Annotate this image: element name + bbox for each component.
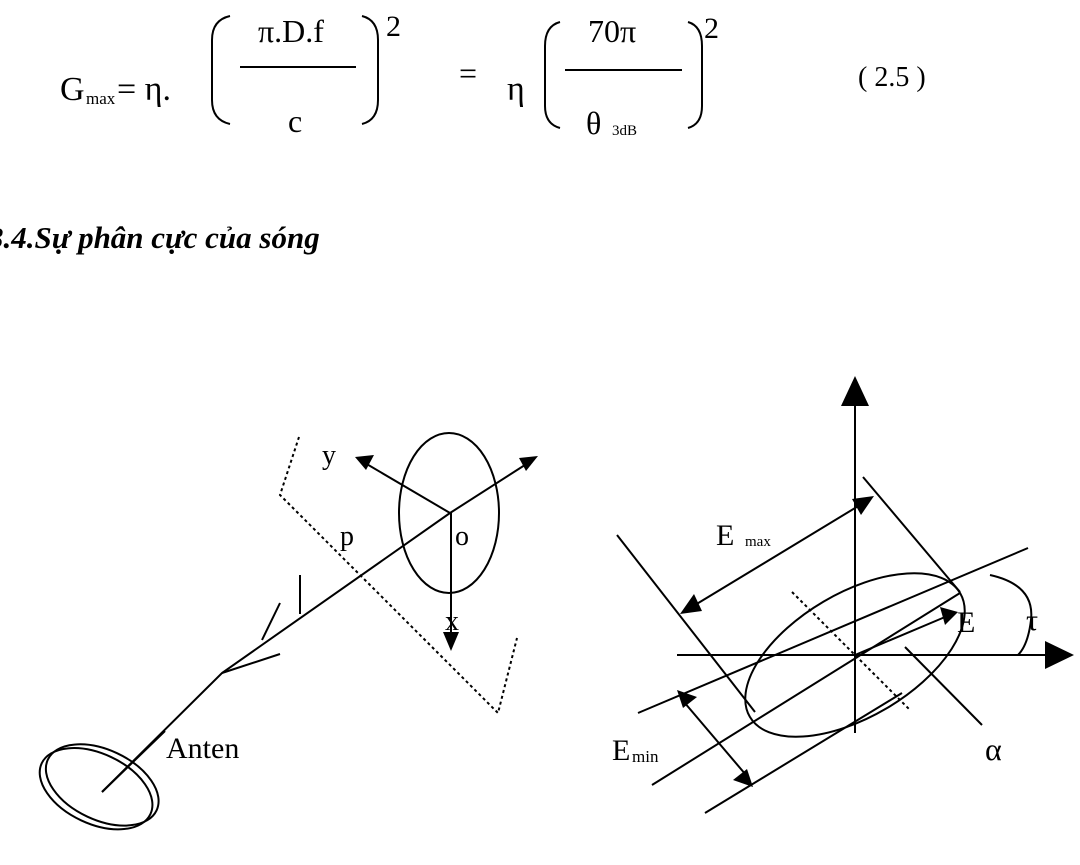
gain-subscript: max (86, 89, 116, 108)
antenna-diagram: y p o x Anten (38, 432, 538, 831)
wave-ellipse (398, 432, 500, 594)
e-vector (854, 616, 946, 656)
right-paren (361, 15, 379, 125)
polarization-ellipse (744, 572, 966, 738)
label-antenna: Anten (166, 732, 239, 765)
left-paren (211, 15, 231, 125)
label-emax: E (716, 519, 734, 552)
emax-dimension-arrow (694, 504, 861, 606)
barb-3 (221, 653, 281, 674)
major-axis-line (651, 592, 961, 786)
fraction2-denominator-subscript: 3dB (612, 123, 637, 139)
label-emax-subscript: max (745, 534, 771, 550)
equals-eta: = η. (117, 71, 171, 108)
tau-angle-arc (989, 574, 1033, 656)
equals-sign: = (459, 55, 477, 91)
label-alpha: α (985, 731, 1002, 767)
x-arrowhead (443, 632, 459, 651)
perpendicular-line-left (616, 534, 756, 713)
label-p: p (340, 521, 354, 552)
fraction1-numerator: π.D.f (258, 13, 324, 49)
vertical-arrowhead (841, 376, 869, 406)
label-emin: E (612, 734, 630, 767)
emin-arrowhead-bottom (733, 769, 753, 787)
label-o: o (455, 521, 469, 552)
right-paren-2 (687, 21, 703, 129)
z-axis-arrow (449, 462, 529, 514)
antenna-dish (38, 743, 160, 831)
fraction2-denominator: θ (586, 105, 601, 141)
tangent-line-bottom (704, 692, 903, 814)
fraction1-denominator: c (288, 103, 302, 139)
equation-number: ( 2.5 ) (858, 62, 926, 93)
emax-arrowhead-right (852, 496, 874, 515)
e-vector-arrowhead (940, 607, 958, 625)
section-heading: 3.4.Sự phân cực của sóng (0, 220, 320, 255)
polarization-ellipse-diagram: E max E min E τ α (612, 376, 1074, 814)
minor-axis-dotted (791, 591, 911, 711)
label-emin-subscript: min (632, 747, 659, 766)
alpha-pointer-line (904, 646, 983, 726)
fraction2-numerator: 70π (588, 13, 636, 49)
left-paren-2 (544, 21, 561, 129)
z-arrowhead (519, 456, 538, 471)
label-e: E (957, 606, 975, 639)
label-tau: τ (1026, 604, 1038, 637)
perpendicular-line-right (862, 476, 961, 593)
feed-line (101, 730, 166, 793)
emax-arrowhead-left (680, 594, 702, 614)
exponent1: 2 (386, 10, 401, 43)
label-x: x (445, 606, 459, 637)
horizontal-arrowhead (1045, 641, 1074, 669)
y-axis-arrow (364, 462, 451, 514)
emin-arrowhead-top (677, 690, 697, 708)
tangent-line-top (637, 547, 1029, 714)
eta-symbol: η (507, 71, 525, 108)
y-arrowhead (355, 455, 374, 470)
wavefront-plane (278, 436, 518, 715)
exponent2: 2 (704, 12, 719, 45)
emin-dimension-arrow (683, 701, 747, 776)
label-y: y (322, 440, 336, 471)
gain-symbol: G (60, 71, 85, 108)
formula-2-5: G max = η. π.D.f c 2 = η 70π θ 3dB 2 ( 2… (60, 10, 926, 141)
propagation-line (101, 512, 451, 793)
barb-2 (261, 602, 281, 641)
